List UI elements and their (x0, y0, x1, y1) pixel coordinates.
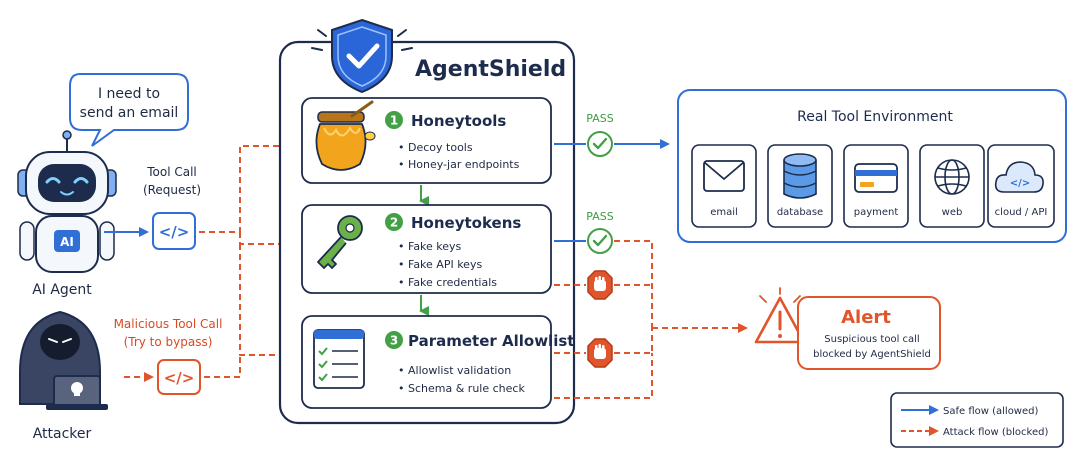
allowlist-title: Parameter Allowlist (408, 332, 574, 350)
attacker-label: Attacker (33, 426, 92, 442)
legend-box (890, 392, 1064, 448)
honeytokens-bullet-3: Fake credentials (408, 276, 497, 289)
attack-flow-to-alert (554, 240, 748, 399)
allowlist-bullet-1: Allowlist validation (408, 364, 511, 377)
malicious-call-label: Malicious Tool Call (114, 317, 223, 331)
legend-attack-label: Attack flow (blocked) (943, 427, 1048, 438)
malicious-call-sublabel: (Try to bypass) (124, 335, 213, 349)
shield-icon (311, 18, 413, 94)
check-circle-icon (587, 228, 613, 254)
agent-label: AI Agent (32, 282, 92, 298)
svg-text:•: • (398, 382, 405, 395)
agent-badge: AI (60, 235, 74, 249)
tool-card-payment: payment (843, 144, 909, 228)
tool-label-web: web (942, 207, 963, 218)
tool-card-email: email (691, 144, 757, 228)
alert-panel (797, 296, 941, 370)
svg-text:1: 1 (390, 114, 398, 128)
honeytools-bullet-2: Honey-jar endpoints (408, 158, 520, 171)
attack-flow-lines (199, 141, 300, 378)
speech-line-1: I need to (98, 86, 160, 102)
svg-text:3: 3 (390, 334, 398, 348)
tool-card-database: database (767, 144, 833, 228)
speech-line-2: send an email (80, 105, 179, 121)
envelope-icon (703, 160, 745, 192)
key-icon (317, 215, 363, 269)
svg-text:</>: </> (159, 223, 190, 241)
honey-jar-icon (315, 100, 376, 171)
honeytokens-title: Honeytokens (411, 214, 521, 232)
check-circle-icon (587, 131, 613, 157)
checklist-icon (313, 329, 365, 389)
stop-hand-icon (587, 270, 613, 300)
globe-icon (934, 159, 970, 195)
honeytokens-bullet-1: Fake keys (408, 240, 462, 253)
step-1-badge (385, 111, 403, 129)
agentshield-title: AgentShield (415, 57, 566, 82)
tool-label-email: email (710, 207, 738, 218)
database-icon (783, 153, 817, 199)
honeytokens-bullet-2: Fake API keys (408, 258, 482, 271)
svg-text:•: • (398, 141, 405, 154)
step-3-badge (385, 331, 403, 349)
step-2-badge (385, 213, 403, 231)
hooded-attacker-icon (19, 310, 108, 410)
malicious-code-icon: </> (157, 359, 201, 395)
pass-label-2: PASS (586, 210, 613, 223)
svg-text:•: • (398, 240, 405, 253)
environment-title: Real Tool Environment (797, 109, 953, 125)
alert-line-2: blocked by AgentShield (813, 349, 931, 360)
legend-safe-label: Safe flow (allowed) (943, 406, 1038, 417)
honeytokens-panel (301, 204, 552, 294)
alert-title: Alert (841, 307, 891, 328)
svg-text:•: • (398, 258, 405, 271)
tool-call-label: Tool Call (146, 165, 197, 179)
credit-card-icon (854, 163, 898, 193)
honeytools-title: Honeytools (411, 112, 506, 130)
honeytools-bullet-1: Decoy tools (408, 141, 473, 154)
svg-text:•: • (398, 276, 405, 289)
svg-text:</>: </> (1010, 178, 1030, 189)
alert-triangle-icon (754, 287, 806, 344)
code-icon: </> (152, 212, 196, 250)
pass-label-1: PASS (586, 112, 613, 125)
tool-card-cloud-api: </> cloud / API (987, 144, 1055, 228)
tool-label-database: database (777, 207, 823, 218)
tool-call-sublabel: (Request) (143, 183, 201, 197)
alert-line-1: Suspicious tool call (824, 334, 919, 345)
tool-label-cloud-api: cloud / API (995, 207, 1048, 218)
svg-text:2: 2 (390, 216, 398, 230)
tool-card-web: web (919, 144, 985, 228)
svg-text:•: • (398, 364, 405, 377)
tool-label-payment: payment (854, 207, 899, 218)
svg-text:</>: </> (164, 369, 195, 387)
speech-bubble: I need to send an email (69, 73, 189, 147)
robot-icon (17, 130, 117, 273)
stop-hand-icon (587, 338, 613, 368)
cloud-code-icon: </> (994, 161, 1044, 193)
svg-text:•: • (398, 158, 405, 171)
allowlist-bullet-2: Schema & rule check (408, 382, 525, 395)
